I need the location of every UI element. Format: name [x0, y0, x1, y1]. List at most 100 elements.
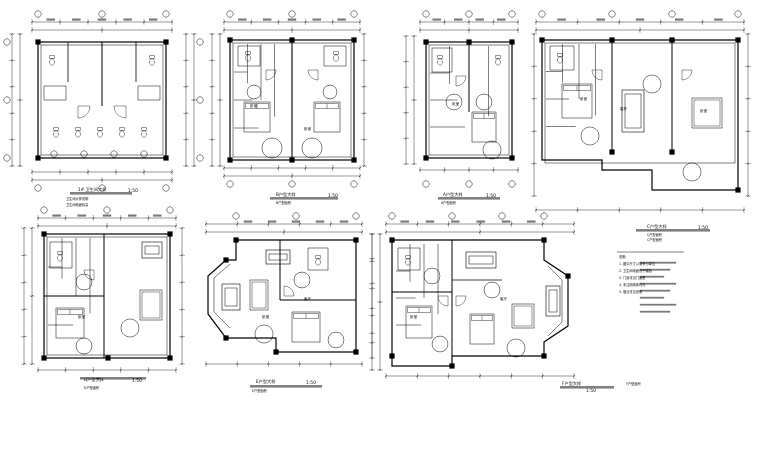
toilet-fixture	[149, 58, 155, 66]
grid-bubble	[350, 10, 358, 18]
plan-unit-d	[21, 206, 185, 380]
room-label: 卧室	[452, 101, 460, 106]
room-label: 客厅	[304, 296, 312, 301]
table	[141, 241, 163, 259]
grid-bubble	[288, 180, 296, 188]
lamp-symbol	[322, 84, 338, 100]
bed	[405, 305, 433, 339]
structural-column	[735, 187, 741, 193]
plan-title-a: A户型大样	[443, 191, 463, 198]
door-swing	[307, 69, 319, 81]
dimension-text	[400, 220, 409, 223]
door-swing	[591, 69, 603, 81]
dimension-text	[451, 220, 460, 223]
plan-annotations: 1# 卫生间大样 1:50 卫生间大样说明 卫生间地面标高 卧室 卧室 B户型大…	[66, 96, 708, 394]
lamp-symbol	[580, 126, 600, 146]
toilet-fixture	[57, 251, 63, 255]
grid-bubble	[196, 154, 204, 162]
grid-bubble	[734, 10, 742, 18]
bathroom	[307, 247, 329, 271]
structural-column	[273, 349, 279, 355]
structural-column	[389, 353, 395, 359]
structural-column	[449, 363, 455, 369]
structural-column	[539, 37, 545, 43]
legend-line: 3. 门窗详见门窗表	[619, 275, 646, 280]
room-label: 客厅	[620, 106, 628, 111]
sofa	[249, 279, 269, 311]
sofa	[693, 99, 721, 127]
grid-bubble	[34, 10, 42, 18]
dimension-text	[312, 18, 321, 21]
lamp-symbol	[293, 271, 311, 289]
sink-basin	[50, 150, 58, 158]
room-label: 卧室	[250, 103, 258, 108]
table	[268, 253, 288, 261]
lamp-symbol	[682, 162, 702, 182]
grid-bubble	[422, 10, 430, 18]
toilet-fixture	[557, 56, 563, 64]
grid-bubble	[232, 212, 240, 220]
bathroom	[49, 241, 73, 269]
grid-bubble	[162, 184, 170, 192]
sink-basin	[80, 150, 88, 158]
plan-note-c-1: C户型面积	[647, 232, 663, 237]
bed	[243, 101, 271, 133]
bed	[55, 307, 85, 339]
notes-text-line	[639, 303, 677, 306]
door-swing	[113, 105, 127, 119]
grid-bubble	[352, 212, 360, 220]
toilet-fixture	[245, 54, 251, 62]
dimension-text	[527, 220, 536, 223]
grid-bubble	[196, 38, 204, 46]
table	[468, 255, 494, 265]
grid-bubble	[388, 212, 396, 220]
plan-scale-toilet: 1:50	[128, 188, 138, 194]
bathroom	[237, 45, 261, 67]
room-label: 卧室	[78, 314, 86, 319]
plan-scale-c: 1:50	[698, 225, 708, 231]
grid-bubble	[103, 206, 111, 214]
notes-block	[617, 251, 684, 313]
dimension-text	[339, 220, 349, 223]
room-label: 卧室	[304, 126, 312, 131]
structural-column	[41, 355, 47, 361]
structural-column	[223, 257, 229, 263]
bathroom	[323, 45, 347, 67]
grid-bubble	[288, 10, 296, 18]
plan-title-b: B户型大样	[276, 191, 296, 198]
room-label: 卧室	[700, 108, 708, 113]
toilet-fixture	[333, 54, 339, 62]
grid-bubble	[422, 180, 430, 188]
dimension-text	[153, 214, 162, 217]
toilet-fixture	[75, 130, 81, 138]
structural-column	[227, 37, 233, 43]
toilet-fixture	[245, 51, 251, 55]
room-label: 卧室	[262, 314, 270, 319]
toilet-fixture	[119, 127, 125, 131]
structural-column	[509, 39, 515, 45]
toilet-fixture	[333, 51, 339, 55]
toilet-fixture	[119, 130, 125, 138]
structural-column	[541, 353, 547, 359]
bed	[561, 83, 593, 119]
plan-note-e: E户型面积	[252, 388, 268, 393]
toilet-fixture	[495, 55, 501, 59]
structural-column	[423, 39, 429, 45]
door-swing	[437, 295, 449, 307]
plan-scale-e: 1:50	[306, 380, 316, 386]
toilet-fixture	[315, 258, 321, 266]
dimension-text	[72, 18, 81, 21]
table	[624, 93, 642, 129]
bathroom	[549, 45, 575, 71]
door-swing	[455, 75, 467, 87]
dimension-text	[315, 220, 325, 223]
door-swing	[455, 295, 467, 307]
dimension-text	[52, 214, 61, 217]
sofa	[141, 291, 161, 319]
grid-bubble	[98, 10, 106, 18]
lamp-symbol	[483, 281, 501, 299]
lamp-symbol	[261, 137, 283, 159]
shower-tray	[137, 85, 161, 101]
lamp-symbol	[75, 273, 93, 291]
